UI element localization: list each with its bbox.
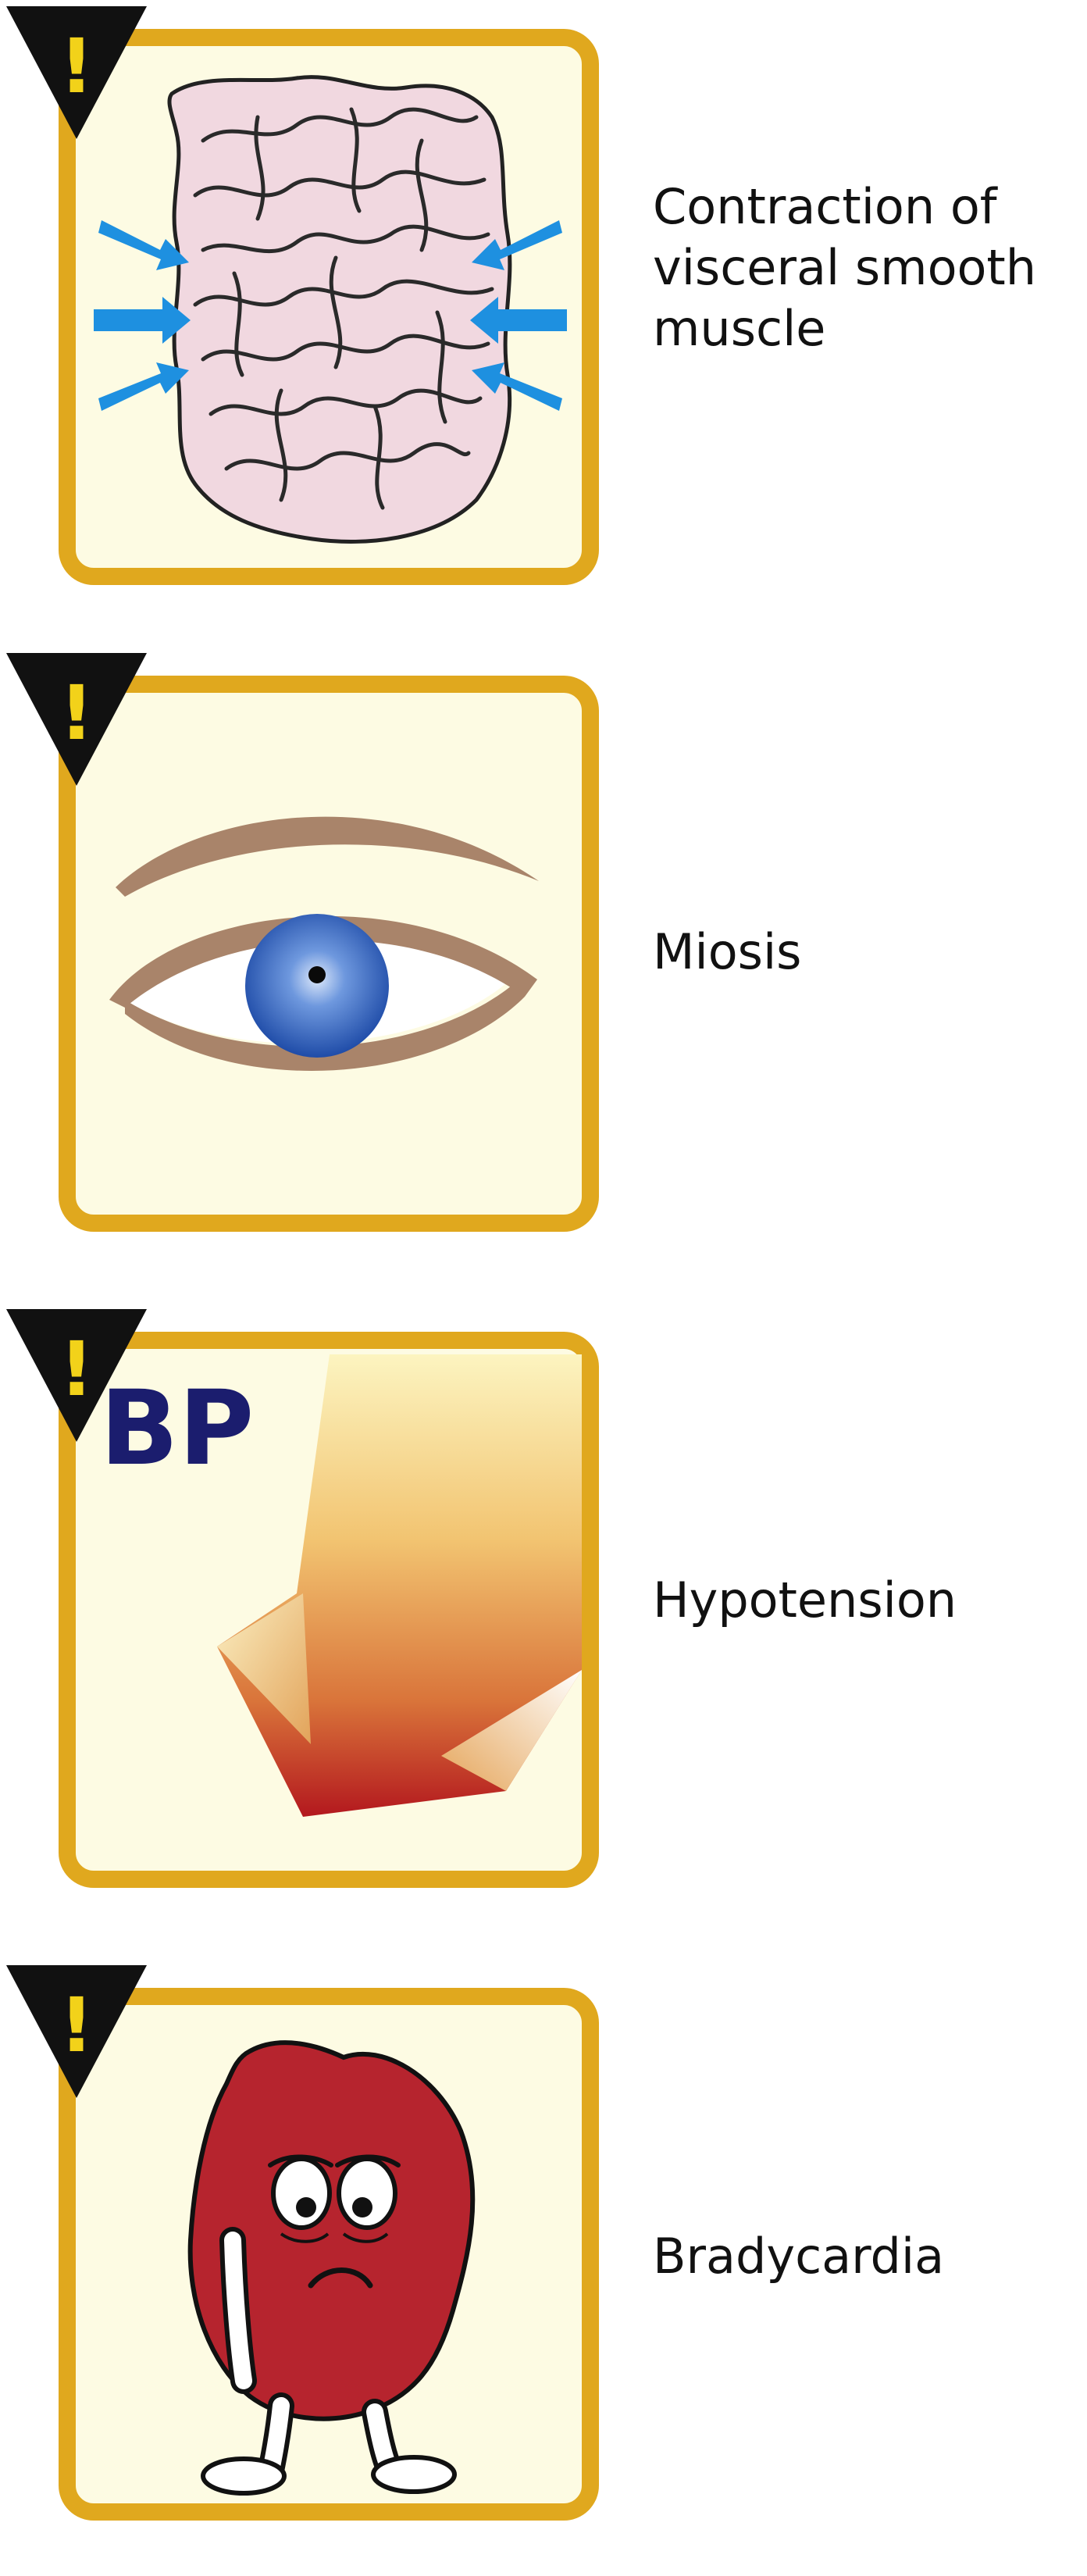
effect-label-smooth-muscle: Contraction of visceral smooth muscle bbox=[653, 178, 1037, 357]
effect-panel-hypotension: BP ! bbox=[0, 1303, 1087, 1920]
compression-arrows-left bbox=[94, 220, 191, 411]
warning-glyph: ! bbox=[59, 1325, 94, 1413]
eye-icon bbox=[109, 816, 539, 1071]
bradycardia-illustration: ! bbox=[6, 1965, 599, 2521]
warning-glyph: ! bbox=[59, 23, 94, 110]
bp-badge: BP bbox=[100, 1368, 254, 1489]
warning-triangle-icon: ! bbox=[6, 6, 147, 139]
effect-label-hypotension: Hypotension bbox=[653, 1572, 957, 1629]
warning-glyph: ! bbox=[59, 669, 94, 757]
effect-label-bradycardia: Bradycardia bbox=[653, 2228, 945, 2285]
intestine-icon bbox=[167, 75, 512, 544]
hypotension-illustration: BP ! bbox=[6, 1309, 599, 1888]
smooth-muscle-illustration: ! bbox=[6, 6, 599, 585]
compression-arrows-right bbox=[470, 220, 567, 411]
effect-panel-smooth-muscle: ! bbox=[0, 0, 1087, 617]
effect-panel-bradycardia: ! bbox=[0, 1959, 1087, 2576]
warning-triangle-icon: ! bbox=[6, 1309, 147, 1442]
miosis-illustration: ! bbox=[6, 653, 599, 1232]
blood-pressure-down-icon bbox=[217, 1354, 582, 1817]
warning-triangle-icon: ! bbox=[6, 1965, 147, 2098]
warning-glyph: ! bbox=[59, 1982, 94, 2069]
pupil bbox=[308, 966, 326, 983]
warning-triangle-icon: ! bbox=[6, 653, 147, 786]
effect-panel-miosis: ! bbox=[0, 647, 1087, 1264]
effect-label-miosis: Miosis bbox=[653, 923, 802, 980]
sad-heart-icon bbox=[187, 2040, 476, 2496]
